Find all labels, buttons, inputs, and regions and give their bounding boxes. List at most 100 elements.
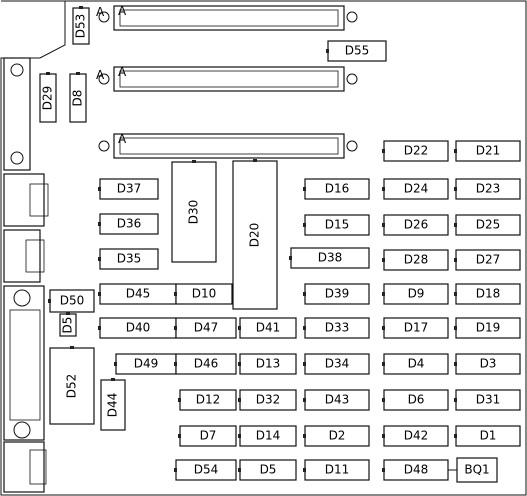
chip-label: D53: [74, 14, 88, 39]
chip-label: D28: [404, 253, 429, 267]
chip-d9: D9: [382, 283, 449, 305]
chip-d34: D34: [303, 353, 370, 375]
edge-connector-2: [98, 66, 358, 92]
chip-label: D44: [106, 393, 120, 418]
chip-label: D1: [480, 429, 497, 443]
chip-label: D42: [404, 429, 429, 443]
chip-label: D5: [61, 317, 75, 334]
chip-label: D10: [192, 287, 217, 301]
chip-label: D7: [200, 429, 217, 443]
chip-d6: D6: [382, 389, 449, 411]
chip-d24: D24: [382, 178, 449, 200]
chip-label: D40: [126, 321, 151, 335]
left-connector-1: [3, 57, 31, 171]
chip-d17: D17: [382, 317, 449, 339]
chip-d20: D20: [232, 159, 278, 310]
chip-d5: D5: [238, 459, 297, 481]
left-connector-5: [3, 441, 47, 493]
chip-d15: D15: [303, 214, 370, 236]
bq1-label: BQ1: [464, 463, 489, 477]
chip-d30: D30: [171, 160, 217, 263]
chip-label: D8: [71, 90, 85, 107]
chip-d37: D37: [98, 178, 159, 200]
chip-label: D46: [194, 357, 219, 371]
chip-d10: D10: [174, 283, 233, 305]
chip-d25: D25: [454, 214, 521, 236]
chip-label: D9: [408, 287, 425, 301]
chip-d16: D16: [303, 178, 370, 200]
chip-d55: D55: [326, 40, 387, 62]
chip-d42: D42: [382, 425, 449, 447]
chip-d54: D54: [174, 459, 237, 481]
chip-d31: D31: [454, 389, 521, 411]
chip-d43: D43: [303, 389, 370, 411]
chip-d52: D52: [49, 346, 95, 425]
chip-d40: D40: [98, 317, 177, 339]
left-connector-3: [3, 229, 45, 283]
chip-label: D5: [260, 463, 277, 477]
chip-d27: D27: [454, 249, 521, 271]
chip-d12: D12: [178, 389, 237, 411]
chip-label: D50: [60, 294, 85, 308]
chip-label: D3: [480, 357, 497, 371]
chip-label: D13: [256, 357, 281, 371]
chip-d47: D47: [174, 317, 237, 339]
chip-d13: D13: [238, 353, 297, 375]
chip-label: D47: [194, 321, 219, 335]
chip-label: D14: [256, 429, 281, 443]
chip-label: D39: [325, 287, 350, 301]
chip-label: D20: [248, 223, 262, 248]
chip-d29: D29: [39, 72, 57, 123]
chip-d26: D26: [382, 214, 449, 236]
marker: A: [96, 68, 105, 82]
chip-d18: D18: [454, 283, 521, 305]
chip-label: D45: [126, 287, 151, 301]
chip-d7: D7: [178, 425, 237, 447]
chip-label: D11: [325, 463, 350, 477]
chip-d49: D49: [114, 353, 177, 375]
chip-d2: D2: [303, 425, 370, 447]
chip-label: D54: [194, 463, 219, 477]
chip-label: D36: [117, 217, 142, 231]
chip-d35: D35: [98, 248, 159, 270]
chip-label: D6: [408, 393, 425, 407]
chip-d44: D44: [100, 378, 126, 431]
bq1-component: [444, 457, 498, 483]
chip-d45: D45: [98, 283, 177, 305]
chip-label: D35: [117, 252, 142, 266]
chip-label: D55: [345, 44, 370, 58]
chip-d1: D1: [454, 425, 521, 447]
chip-d33: D33: [303, 317, 370, 339]
chip-d8: D8: [69, 72, 87, 123]
edge-connector-1: [98, 5, 358, 31]
chip-label: D26: [404, 218, 429, 232]
chip-label: D25: [476, 218, 501, 232]
chip-label: D23: [476, 182, 501, 196]
chip-d41: D41: [238, 317, 297, 339]
chip-label: D27: [476, 253, 501, 267]
chip-label: D31: [476, 393, 501, 407]
chip-label: D34: [325, 357, 350, 371]
chip-label: D43: [325, 393, 350, 407]
chip-label: D16: [325, 182, 350, 196]
chip-label: D48: [404, 463, 429, 477]
chip-d28: D28: [382, 249, 449, 271]
chip-d46: D46: [174, 353, 237, 375]
chip-label: D2: [329, 429, 346, 443]
chip-d32: D32: [238, 389, 297, 411]
marker: A: [96, 5, 105, 19]
chip-d50: D50: [48, 289, 95, 313]
chip-d21: D21: [454, 140, 521, 162]
chip-label: D37: [117, 182, 142, 196]
chip-label: D4: [408, 357, 425, 371]
chip-label: D17: [404, 321, 429, 335]
chip-d14: D14: [238, 425, 297, 447]
chip-label: D52: [65, 374, 79, 399]
left-connector-4: [3, 285, 45, 441]
chip-label: D24: [404, 182, 429, 196]
chip-d38: D38: [289, 247, 370, 269]
